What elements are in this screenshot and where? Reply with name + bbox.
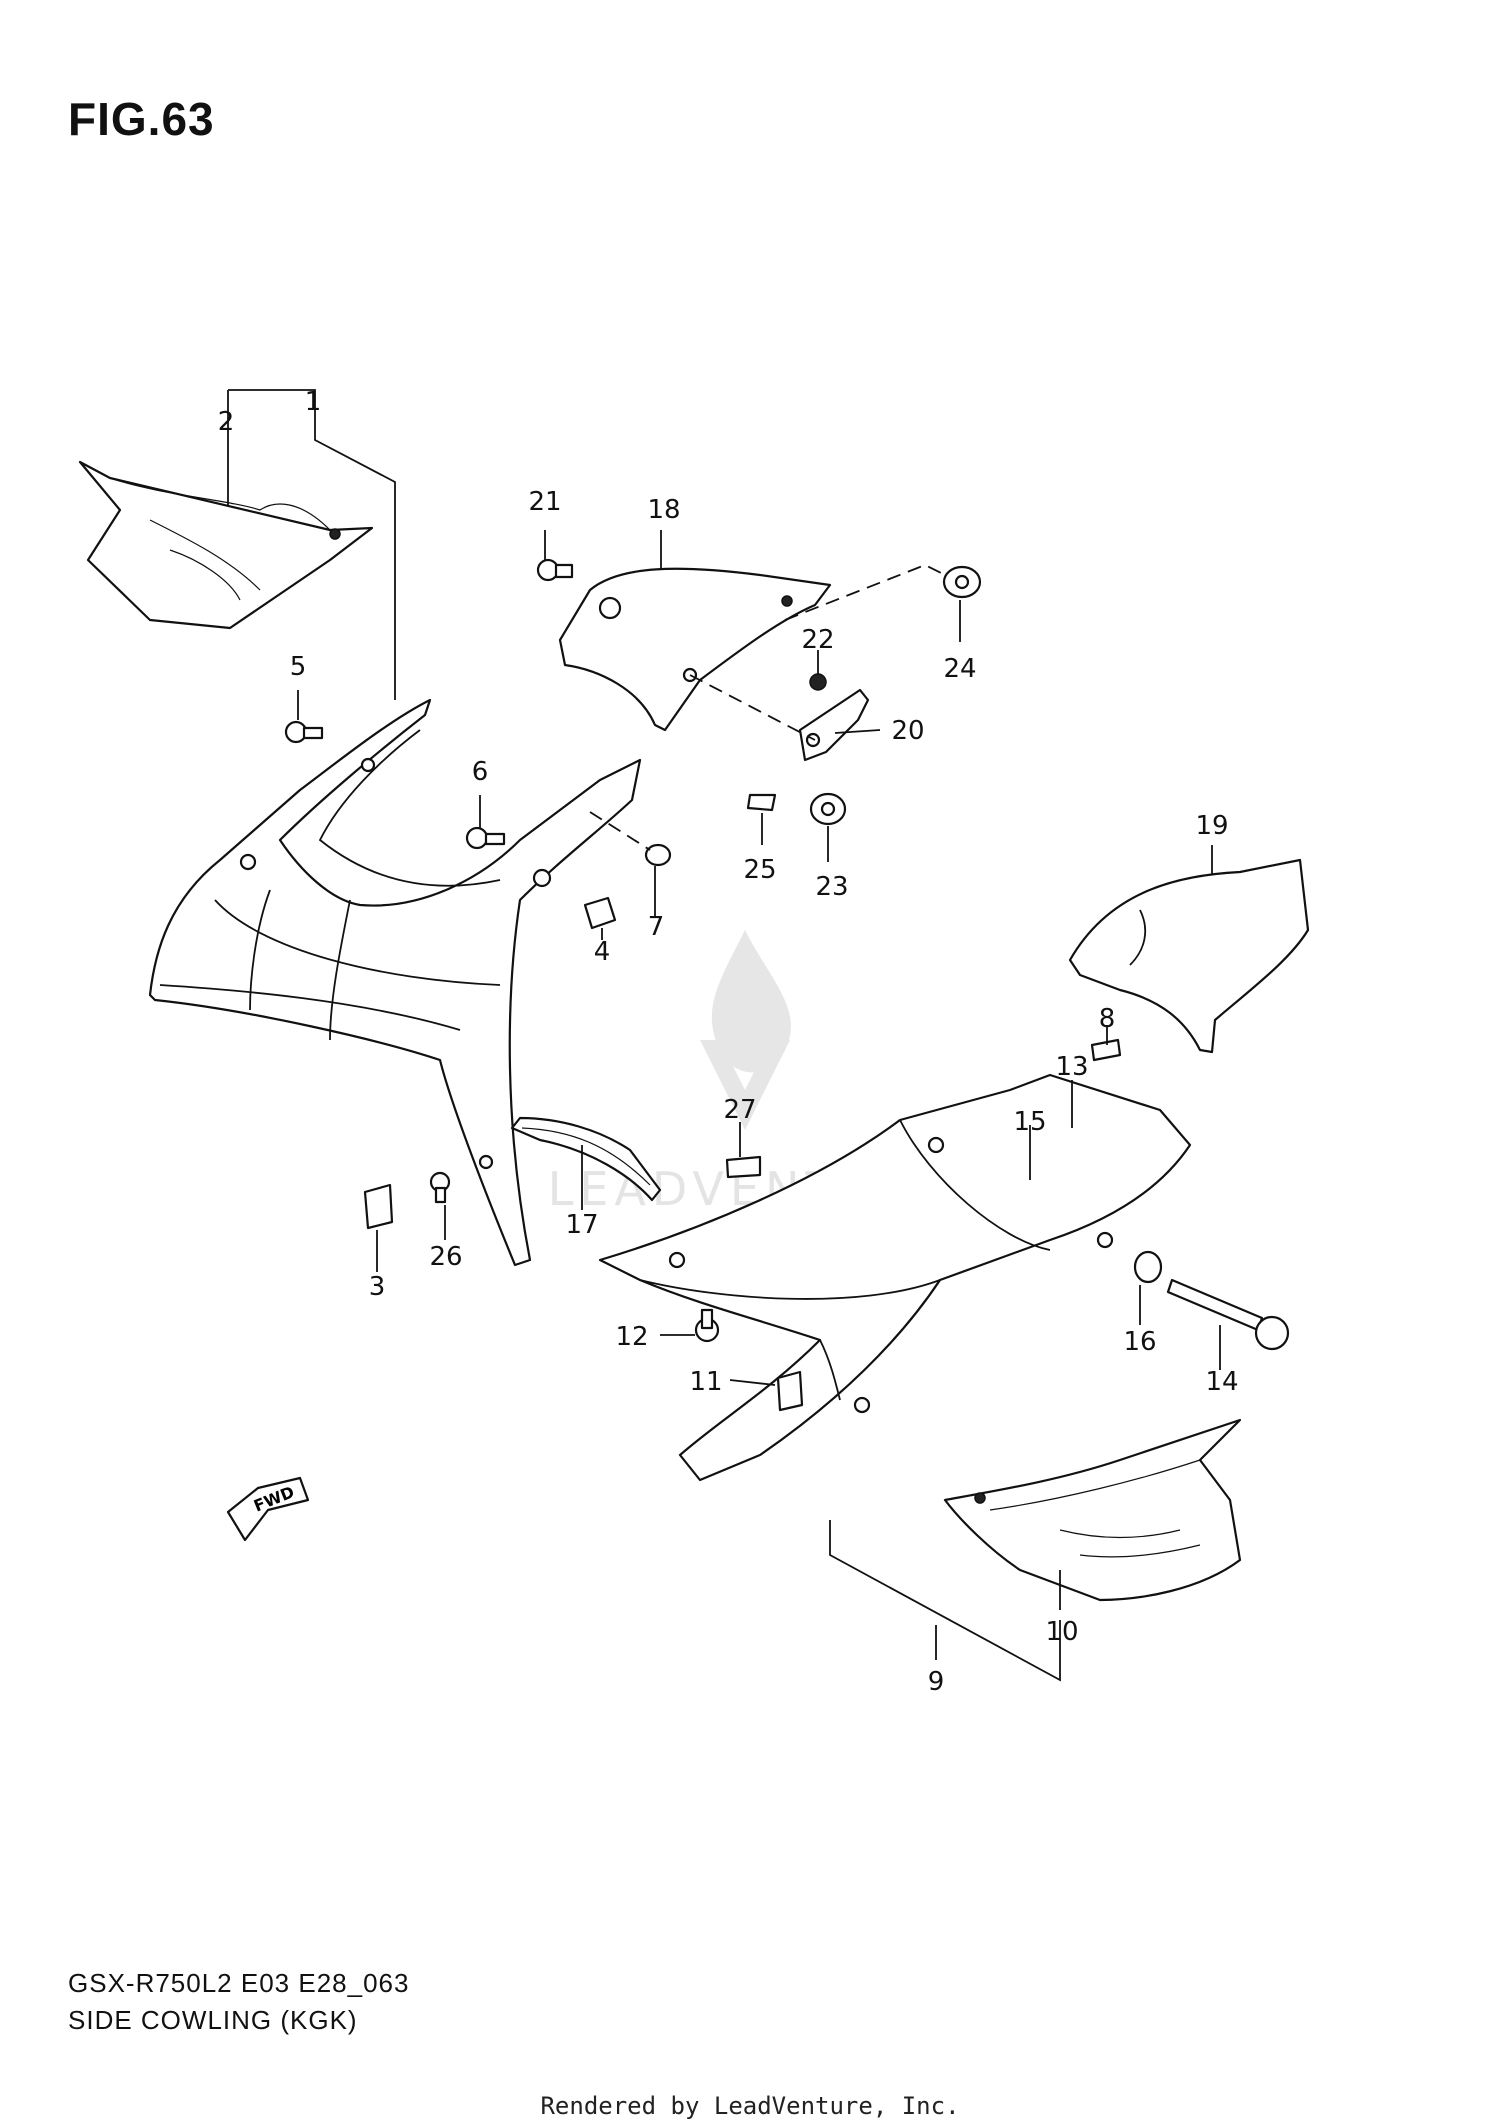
strip-17[interactable] <box>510 1116 662 1202</box>
model-code: GSX-R750L2 E03 E28_063 <box>68 1968 410 1998</box>
screw-26[interactable] <box>429 1171 451 1204</box>
callout-11: 11 <box>689 1367 722 1397</box>
callout-18: 18 <box>647 495 680 525</box>
callout-12: 12 <box>615 1322 648 1352</box>
callout-labels: 1 2 3 4 5 6 7 8 9 10 11 12 13 14 15 16 1… <box>218 387 1239 1697</box>
callout-14: 14 <box>1205 1367 1238 1397</box>
callout-27: 27 <box>723 1095 756 1125</box>
callout-21: 21 <box>528 487 561 517</box>
screw-12[interactable] <box>694 1308 720 1343</box>
callout-17: 17 <box>565 1210 598 1240</box>
callout-2: 2 <box>218 407 235 437</box>
callout-25: 25 <box>743 855 776 885</box>
callout-16: 16 <box>1123 1327 1156 1357</box>
nut-7[interactable] <box>644 843 672 867</box>
screw-5[interactable] <box>284 720 324 744</box>
bracket-20[interactable] <box>798 688 870 762</box>
callout-4: 4 <box>594 937 611 967</box>
grommet-24[interactable] <box>942 565 982 599</box>
grommet-16[interactable] <box>1133 1250 1163 1284</box>
callout-3: 3 <box>369 1272 386 1302</box>
screw-22[interactable] <box>809 673 827 691</box>
callout-23: 23 <box>815 872 848 902</box>
callout-13: 13 <box>1055 1052 1088 1082</box>
pad-27[interactable] <box>725 1155 762 1179</box>
callout-20: 20 <box>891 716 924 746</box>
callout-1: 1 <box>305 387 322 417</box>
decal-2[interactable] <box>78 460 374 630</box>
upper-cowl-1[interactable] <box>148 698 642 1267</box>
callout-9: 9 <box>928 1667 945 1697</box>
fwd-arrow-icon: FWD <box>226 1476 310 1542</box>
clip-11[interactable] <box>776 1370 804 1412</box>
decal-10[interactable] <box>943 1418 1242 1602</box>
callout-10: 10 <box>1045 1617 1078 1647</box>
bolt-14[interactable] <box>1166 1278 1290 1351</box>
duct-18[interactable] <box>558 567 832 732</box>
figure-title: FIG.63 <box>68 93 215 145</box>
clip-3[interactable] <box>363 1183 394 1230</box>
callout-8: 8 <box>1099 1004 1116 1034</box>
screw-6[interactable] <box>465 826 506 850</box>
callout-6: 6 <box>472 757 489 787</box>
pad-8[interactable] <box>1090 1038 1122 1062</box>
callout-7: 7 <box>648 912 665 942</box>
lower-cowl-9[interactable] <box>598 1073 1192 1482</box>
screw-21[interactable] <box>536 558 574 582</box>
callout-26: 26 <box>429 1242 462 1272</box>
section-name: SIDE COWLING (KGK) <box>68 2005 358 2035</box>
leader-lines <box>227 389 1221 1682</box>
panel-19[interactable] <box>1068 858 1310 1054</box>
rendered-by-credit: Rendered by LeadVenture, Inc. <box>540 2092 960 2120</box>
callout-22: 22 <box>801 625 834 655</box>
callout-5: 5 <box>290 652 307 682</box>
callout-24: 24 <box>943 654 976 684</box>
grommet-4[interactable] <box>583 896 617 930</box>
pad-25[interactable] <box>746 793 777 812</box>
callout-19: 19 <box>1195 811 1228 841</box>
grommet-23[interactable] <box>809 792 847 826</box>
callout-15: 15 <box>1013 1107 1046 1137</box>
